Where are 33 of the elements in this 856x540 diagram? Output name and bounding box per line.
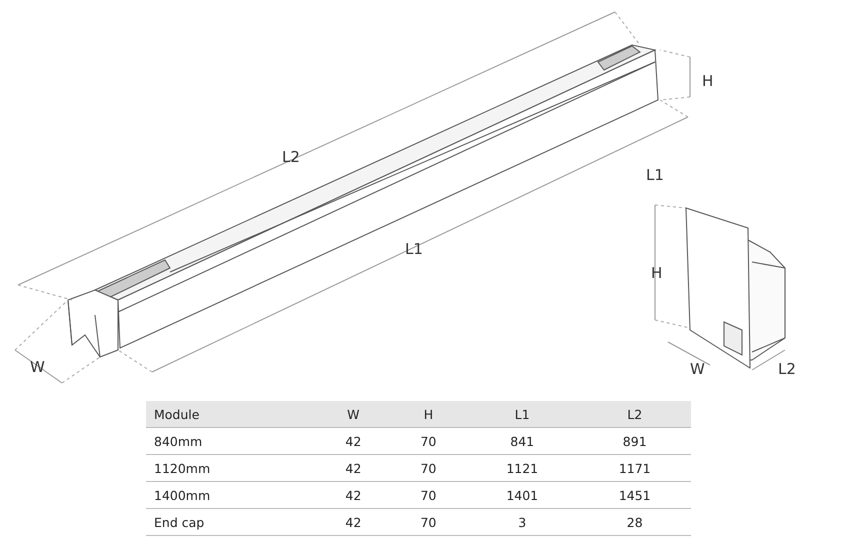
table-header-cell: Module <box>146 401 316 428</box>
table-cell: 840mm <box>146 428 316 454</box>
table-cell: 42 <box>316 482 391 508</box>
dimension-label: L2 <box>778 360 796 378</box>
table-header-cell: W <box>316 401 391 428</box>
table-cell: 1401 <box>466 482 578 508</box>
table-cell: 42 <box>316 428 391 454</box>
table-cell: 3 <box>466 508 578 536</box>
table-cell: 841 <box>466 428 578 454</box>
table-cell: 891 <box>578 428 691 454</box>
dimension-label: W <box>30 358 45 376</box>
table-cell: 70 <box>390 508 466 536</box>
table-cell: 42 <box>316 454 391 482</box>
dimension-label: L1 <box>405 240 423 258</box>
table-cell: 1120mm <box>146 454 316 482</box>
table-cell: 70 <box>390 454 466 482</box>
table-cell: 1121 <box>466 454 578 482</box>
dimension-label: W <box>690 360 705 378</box>
dimension-label: L1 <box>646 166 664 184</box>
table-header-cell: H <box>390 401 466 428</box>
table-header-cell: L2 <box>578 401 691 428</box>
table-cell: 1400mm <box>146 482 316 508</box>
dimension-label: H <box>651 264 662 282</box>
table-cell: End cap <box>146 508 316 536</box>
table-cell: 1451 <box>578 482 691 508</box>
table-cell: 28 <box>578 508 691 536</box>
table-cell: 1171 <box>578 454 691 482</box>
table-header-cell: L1 <box>466 401 578 428</box>
dimension-label: L2 <box>282 148 300 166</box>
table-cell: 70 <box>390 428 466 454</box>
table-cell: 42 <box>316 508 391 536</box>
dimension-label: H <box>702 72 714 90</box>
table-cell: 70 <box>390 482 466 508</box>
